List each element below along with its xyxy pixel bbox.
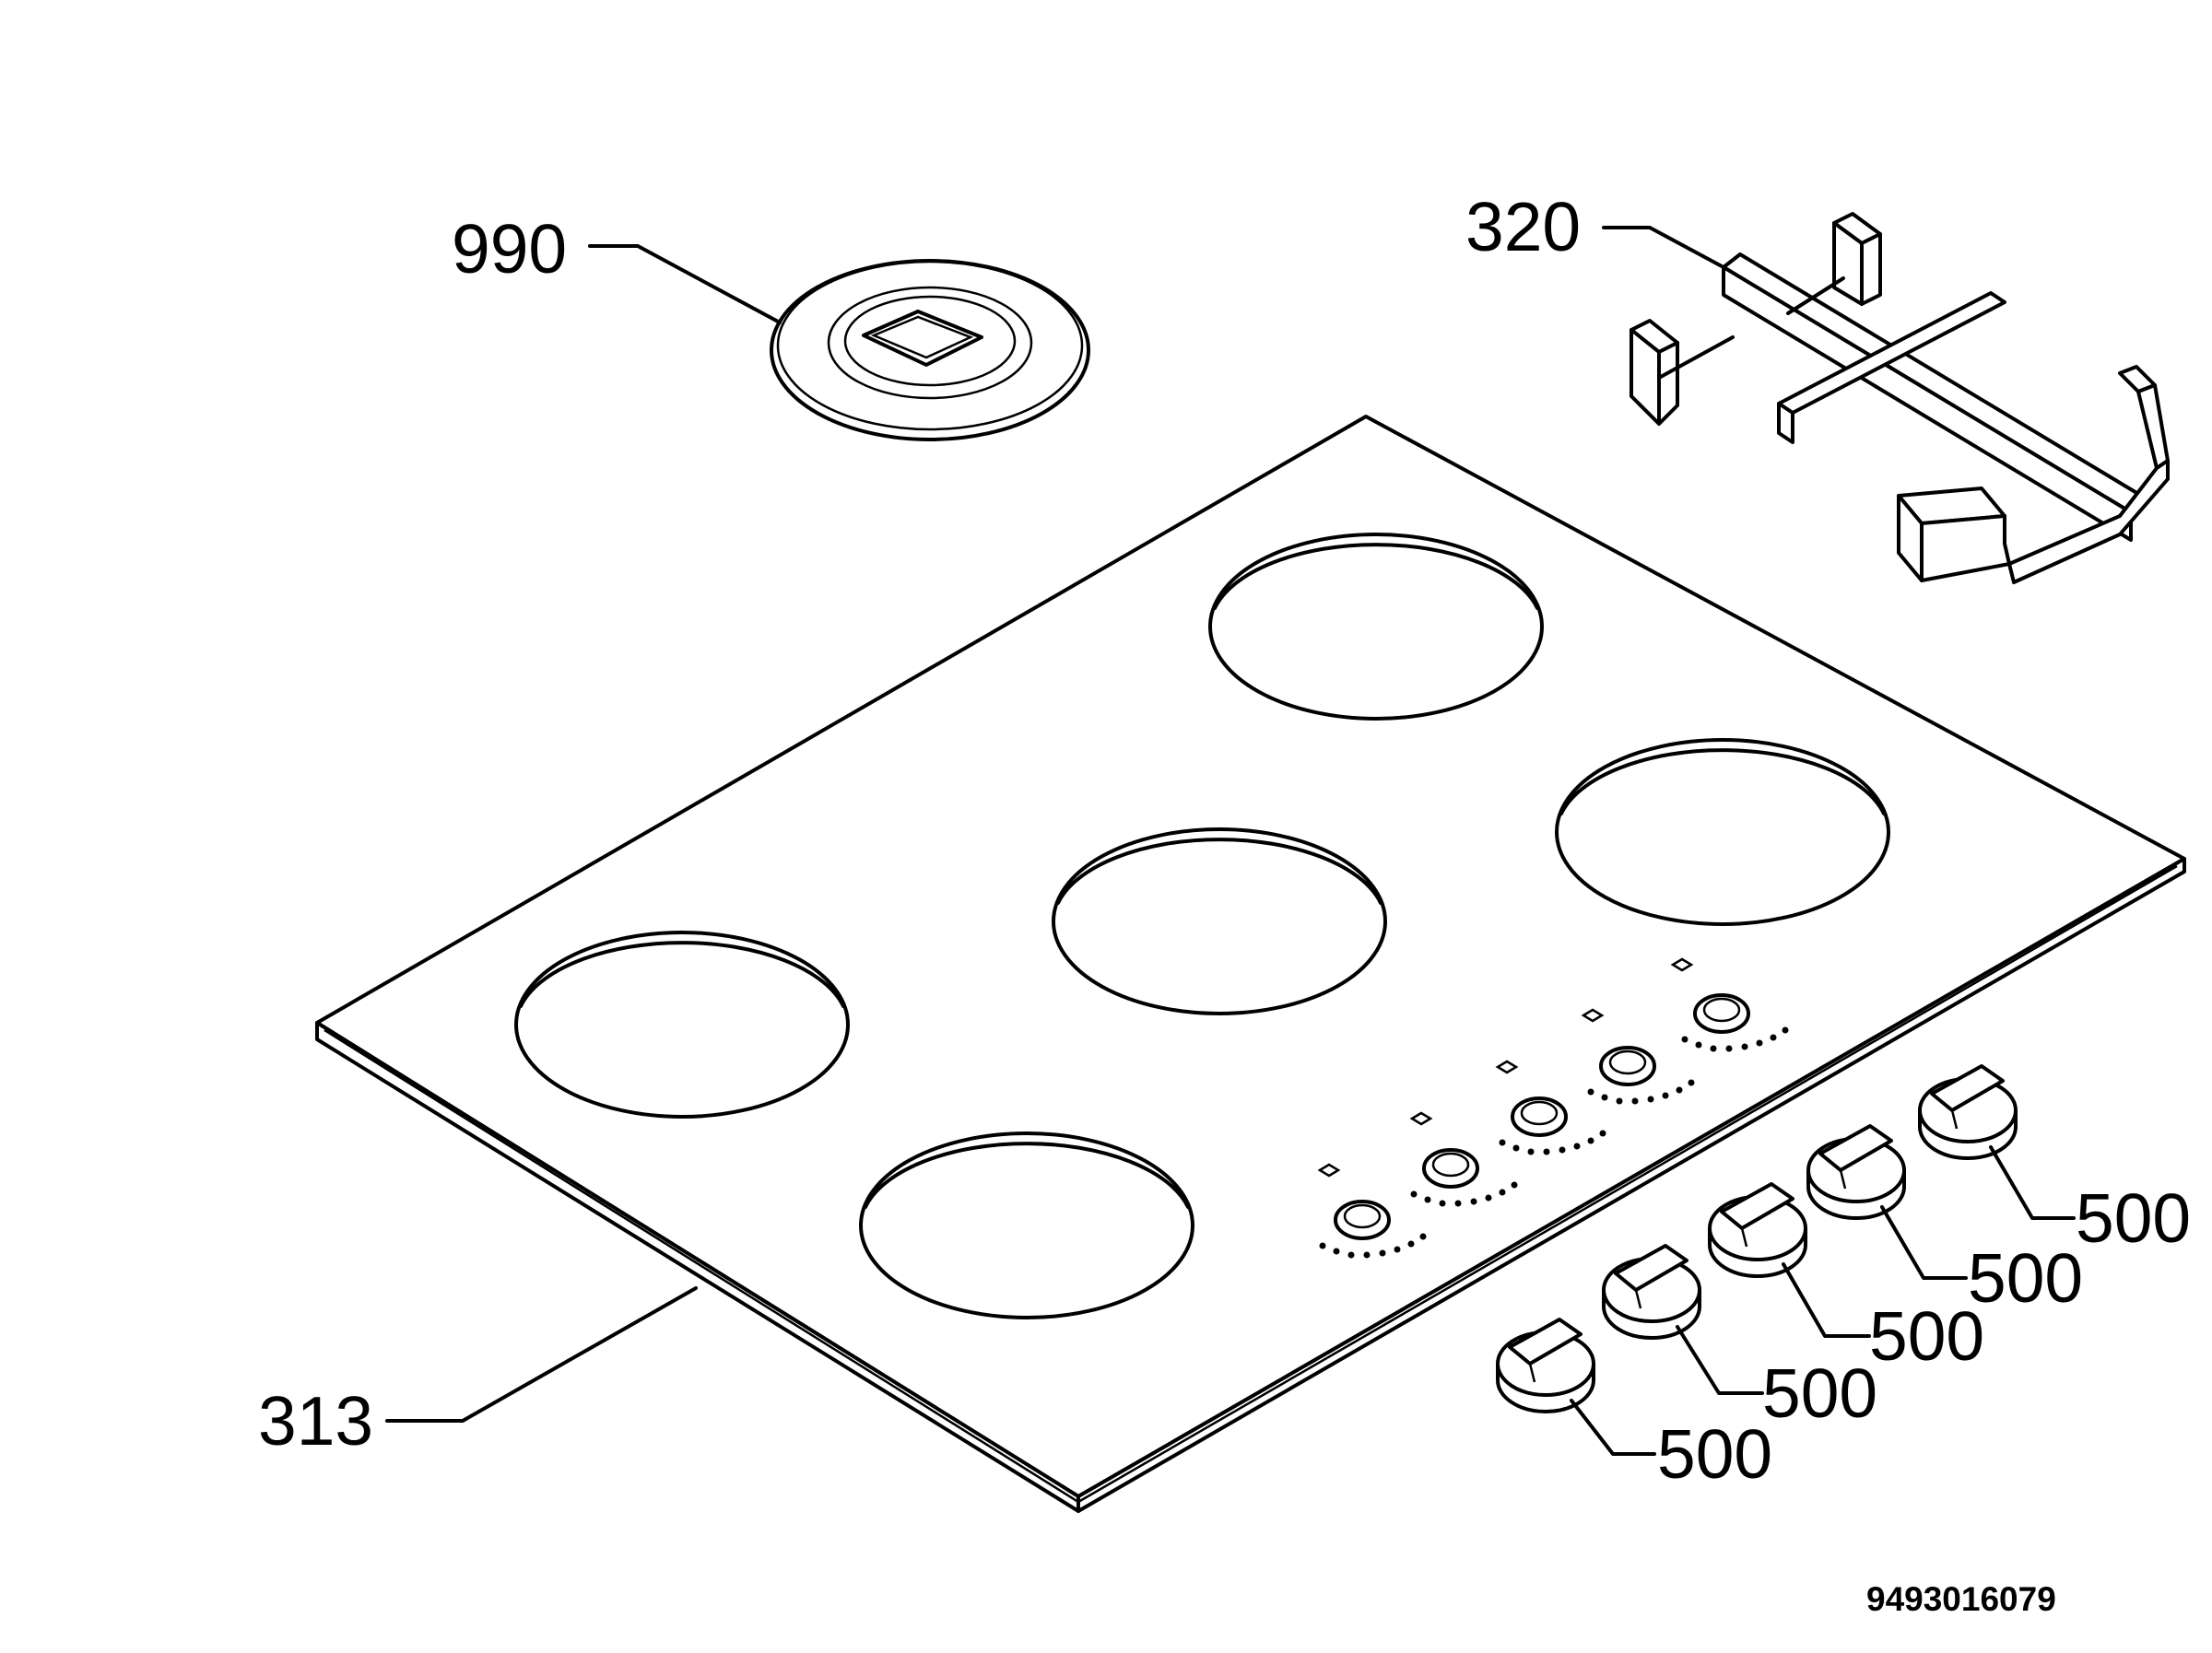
label-500-knob-1: 500 [1657, 1415, 1772, 1493]
burner-hole-right [1555, 738, 1890, 926]
knob-1 [1496, 1318, 1595, 1413]
burner-hole-left [514, 931, 850, 1119]
leader-313 [385, 1286, 698, 1423]
label-990: 990 [452, 210, 567, 287]
knob-seat-3 [1511, 1096, 1568, 1137]
part-990-cap [770, 259, 1090, 441]
label-320: 320 [1465, 188, 1581, 265]
leader-500-4 [1880, 1205, 1968, 1280]
label-313: 313 [258, 1382, 373, 1460]
burner-hole-center [1052, 827, 1387, 1015]
leader-500-5 [1989, 1145, 2076, 1220]
dotted-scale-2 [1410, 1181, 1518, 1207]
label-500-knob-2: 500 [1762, 1354, 1877, 1432]
document-number: 9493016079 [1866, 1580, 2056, 1618]
knob-3 [1708, 1182, 1807, 1278]
burner-hole-front [859, 1131, 1194, 1319]
dotted-scale-4 [1587, 1079, 1695, 1105]
label-500-knob-3: 500 [1869, 1297, 1984, 1375]
knob-seat-1 [1334, 1200, 1391, 1240]
control-panel [1317, 957, 1789, 1259]
burner-hole-back [1208, 533, 1544, 721]
leader-500-3 [1782, 1262, 1871, 1338]
part-313-hob-top [315, 415, 2186, 1513]
dotted-scale-5 [1681, 1026, 1789, 1052]
knob-5 [1918, 1064, 2018, 1160]
part-320-pan-support [1630, 212, 2170, 584]
leader-500-2 [1676, 1325, 1764, 1395]
knob-seat-4 [1599, 1046, 1656, 1086]
knob-seat-2 [1422, 1148, 1479, 1189]
knob-2 [1602, 1244, 1701, 1340]
leader-990 [588, 244, 782, 324]
leader-320 [1602, 226, 1725, 269]
knob-seat-5 [1693, 993, 1750, 1034]
dotted-scale-3 [1499, 1130, 1606, 1155]
knob-4 [1806, 1124, 1906, 1220]
label-500-knob-5: 500 [2076, 1179, 2191, 1257]
leader-500-1 [1570, 1399, 1656, 1456]
dotted-scale-1 [1319, 1233, 1427, 1259]
label-500-knob-4: 500 [1968, 1239, 2083, 1317]
